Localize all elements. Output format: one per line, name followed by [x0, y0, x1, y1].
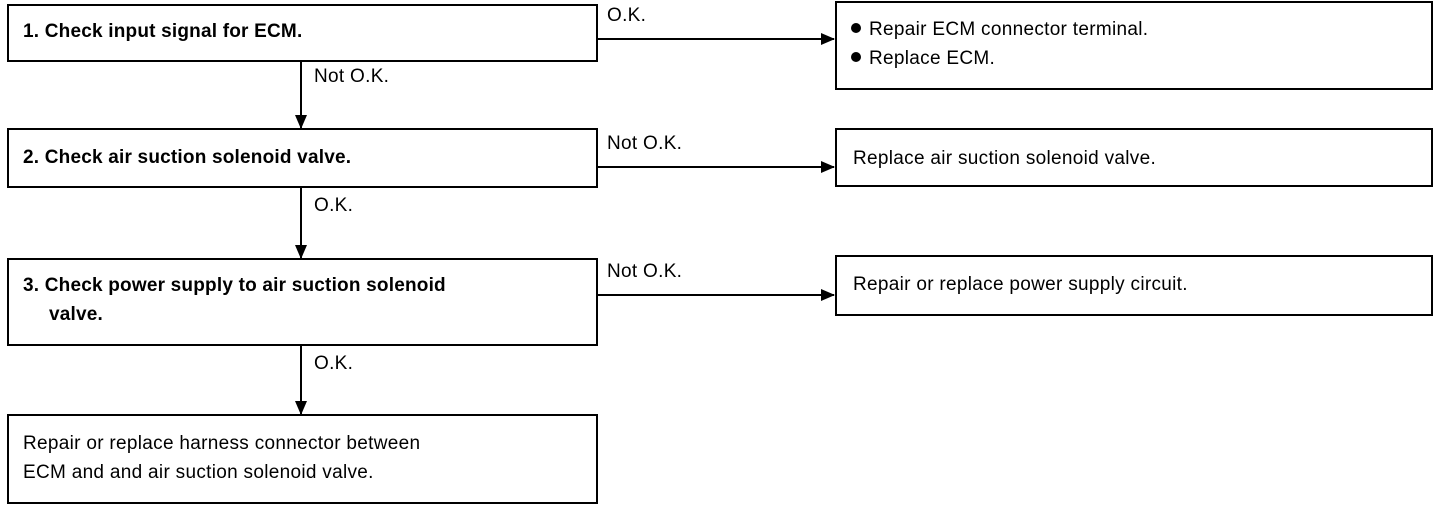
action-4-line-1: Repair or replace harness connector betw…	[23, 433, 421, 454]
edge-label-step1-not-ok: Not O.K.	[314, 66, 390, 87]
edge-label-step1-ok: O.K.	[607, 5, 647, 26]
bullet-icon	[851, 23, 861, 33]
action-2-box: Replace air suction solenoid valve.	[835, 128, 1433, 187]
action-1-item-2: Replace ECM.	[851, 44, 1148, 73]
step-3-label: 3. Check power supply to air suction sol…	[23, 271, 446, 329]
edge-label-step3-ok: O.K.	[314, 353, 354, 374]
action-1-box: Repair ECM connector terminal. Replace E…	[835, 1, 1433, 90]
action-2-text: Replace air suction solenoid valve.	[853, 148, 1157, 169]
action-3-box: Repair or replace power supply circuit.	[835, 255, 1433, 316]
step-1-box: 1. Check input signal for ECM.	[7, 4, 598, 62]
step-3-box: 3. Check power supply to air suction sol…	[7, 258, 598, 346]
action-1-item-1-text: Repair ECM connector terminal.	[869, 19, 1149, 40]
action-3-text: Repair or replace power supply circuit.	[853, 274, 1188, 295]
action-1-list: Repair ECM connector terminal. Replace E…	[851, 15, 1148, 73]
action-1-item-2-text: Replace ECM.	[869, 48, 996, 69]
edge-label-step2-not-ok: Not O.K.	[607, 133, 683, 154]
step-2-label: 2. Check air suction solenoid valve.	[23, 147, 352, 168]
step-1-label: 1. Check input signal for ECM.	[23, 21, 303, 42]
action-4-box: Repair or replace harness connector betw…	[7, 414, 598, 504]
step-3-label-line-2: valve.	[49, 304, 104, 325]
step-3-label-line-1: 3. Check power supply to air suction sol…	[23, 275, 446, 296]
action-1-item-1: Repair ECM connector terminal.	[851, 15, 1148, 44]
edge-label-step2-ok: O.K.	[314, 195, 354, 216]
action-4-text: Repair or replace harness connector betw…	[23, 429, 420, 487]
bullet-icon	[851, 52, 861, 62]
step-2-box: 2. Check air suction solenoid valve.	[7, 128, 598, 188]
action-4-line-2: ECM and and air suction solenoid valve.	[23, 462, 374, 483]
edge-label-step3-not-ok: Not O.K.	[607, 261, 683, 282]
